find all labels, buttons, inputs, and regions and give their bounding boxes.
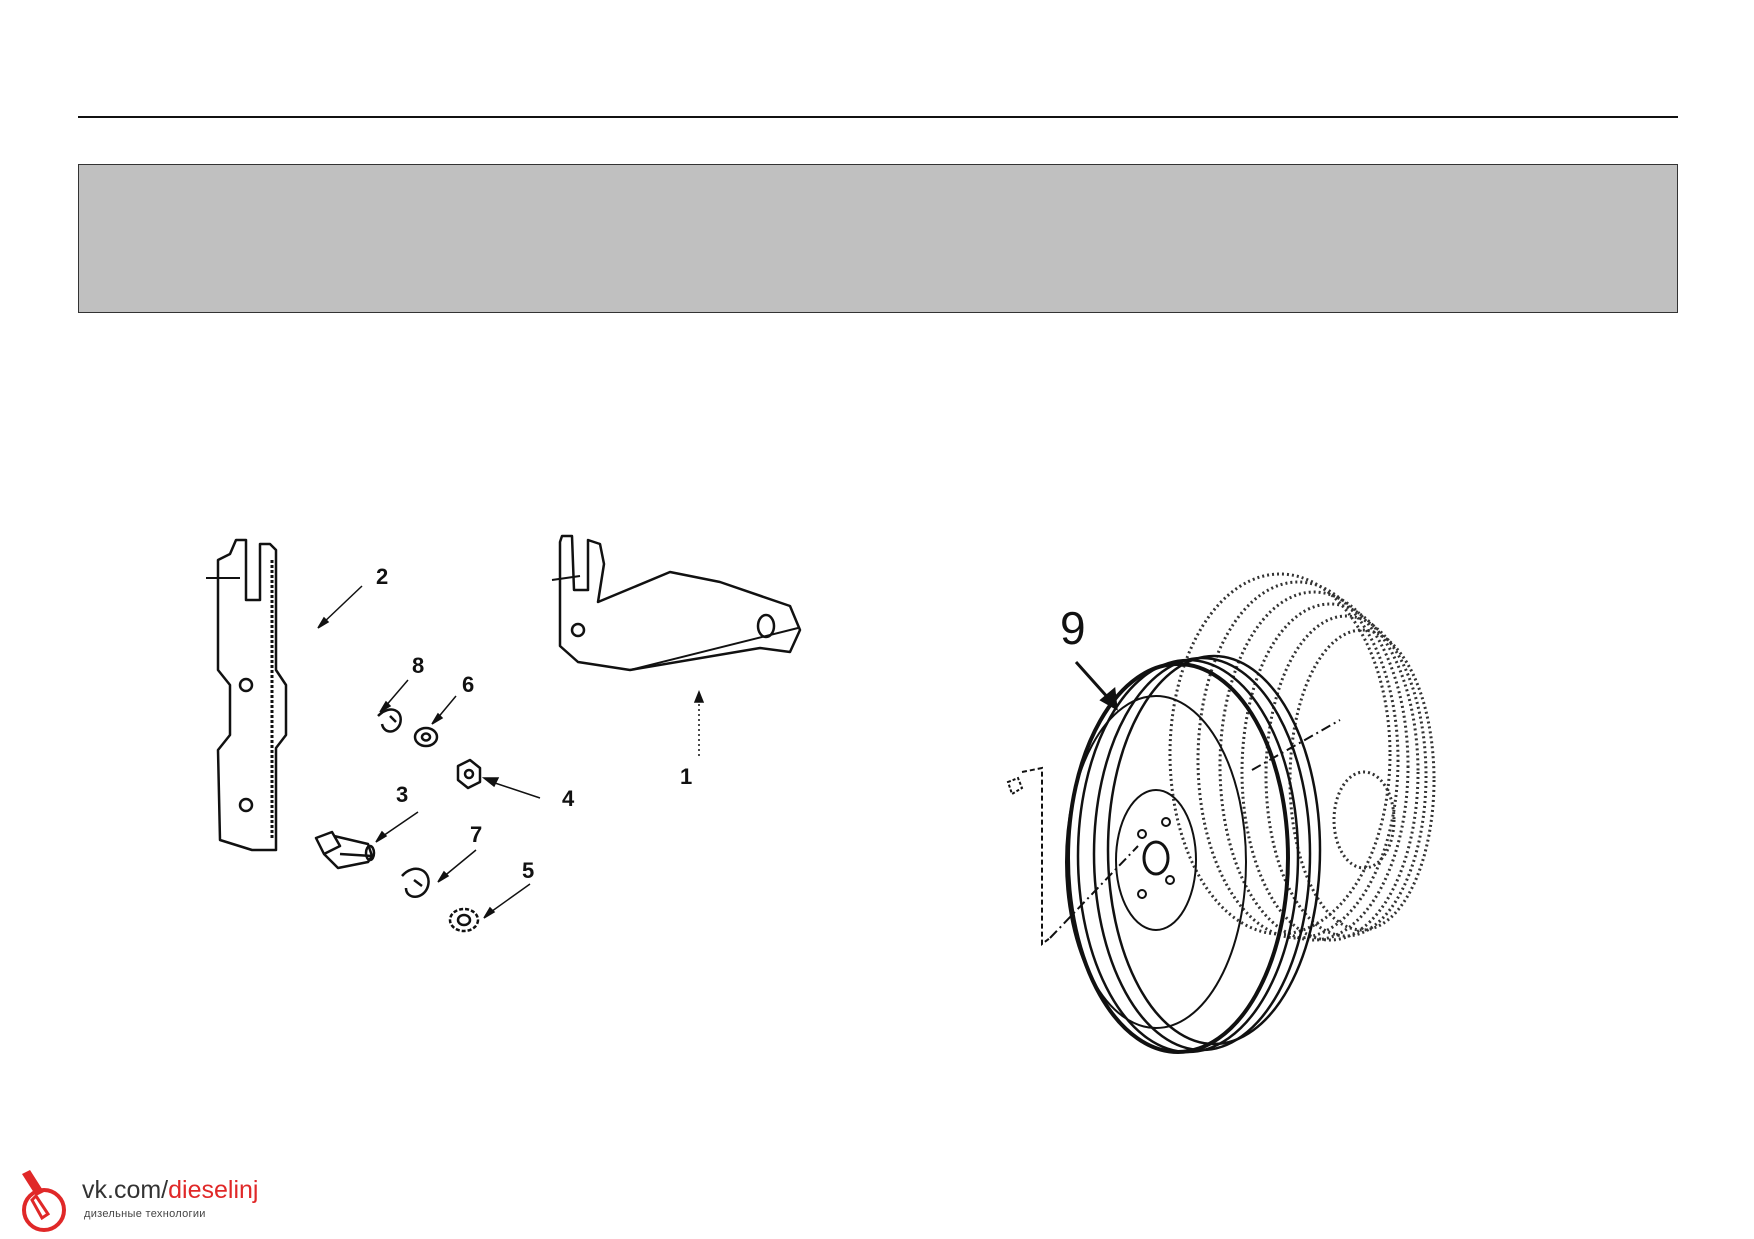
callout-1: 1 [680, 764, 692, 789]
callout-7: 7 [470, 822, 482, 847]
injector-logo-icon [22, 1170, 66, 1232]
bracket-diagram-svg: 2 8 6 3 4 1 7 5 [206, 534, 802, 933]
pulley-exploded-diagram: 9 [990, 560, 1570, 1070]
watermark-url-suffix: dieselinj [168, 1176, 259, 1204]
watermark-tagline: дизельные технологии [84, 1208, 206, 1220]
damper-background-part [1168, 572, 1436, 942]
watermark-url-prefix: vk.com/ [82, 1176, 169, 1204]
pulley-diagram-svg: 9 [1006, 572, 1436, 1054]
callout-4: 4 [562, 786, 575, 811]
callout-8: 8 [412, 653, 424, 678]
flat-bracket-part [216, 538, 288, 852]
flat-bracket-hole [238, 797, 254, 813]
washer-part [413, 726, 439, 748]
angled-bracket-part [558, 534, 802, 672]
pulley-part [1065, 654, 1322, 1054]
callout-3: 3 [396, 782, 408, 807]
nut-part [456, 758, 482, 790]
bolt-part [314, 830, 376, 870]
pulley-bolt-part [1006, 719, 1341, 946]
callout-5: 5 [522, 858, 534, 883]
watermark-url: vk.com/dieselinj [82, 1176, 258, 1205]
callout-6: 6 [462, 672, 474, 697]
clip-part [401, 867, 430, 898]
flat-bracket-hole [238, 677, 254, 693]
lock-washer-part [448, 907, 480, 933]
angled-bracket-hole [570, 622, 586, 638]
callout-9: 9 [1060, 602, 1086, 654]
watermark: vk.com/dieselinj дизельные технологии [14, 1170, 314, 1236]
bracket-exploded-diagram: 2 8 6 3 4 1 7 5 [200, 520, 840, 980]
callout-2: 2 [376, 564, 388, 589]
header-rule [78, 116, 1678, 118]
clip-part [377, 708, 402, 733]
title-banner [78, 164, 1678, 313]
